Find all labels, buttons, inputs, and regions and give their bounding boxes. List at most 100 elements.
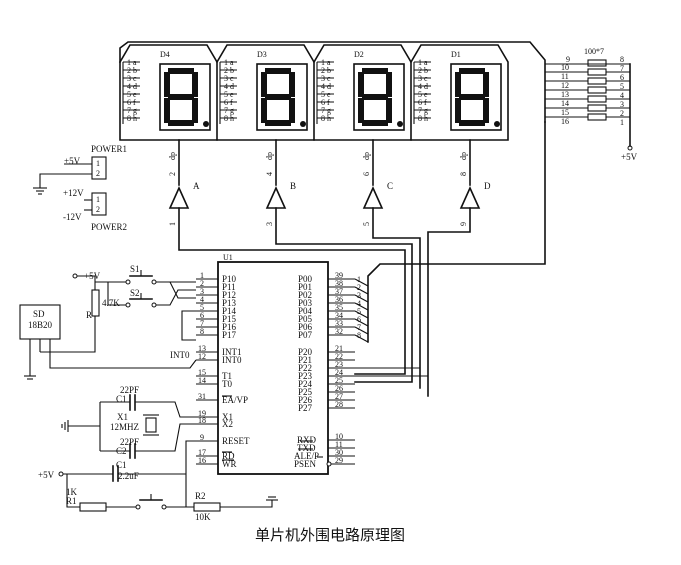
mcu-pin-num: 2	[200, 279, 204, 288]
segment-pin: 8	[321, 114, 325, 123]
mcu-pin-num: 9	[200, 433, 204, 442]
mcu-pin-name: P13	[222, 298, 237, 308]
segment-letter: c	[424, 74, 428, 83]
segment-letter: a	[327, 58, 331, 67]
mcu-pin-num: 10	[335, 432, 343, 441]
segment-letter: h	[230, 114, 234, 123]
mcu-pin-name: P07	[298, 330, 313, 340]
power-connectors: POWER1 +5V 1 2 +12V -12V 1 2 POWER2	[33, 144, 127, 232]
pack-pin: 14	[561, 99, 569, 108]
segment-pin: 5	[127, 90, 131, 99]
segment-pin: 8	[127, 114, 131, 123]
mcu-pin-num: 29	[335, 456, 343, 465]
pack-pin: 9	[566, 55, 570, 64]
mcu-pin-name: INT0	[222, 355, 242, 365]
buffer-in-pin: 3	[265, 222, 274, 226]
buffer-triangle	[362, 186, 384, 209]
segment-pin: 6	[127, 98, 131, 107]
segment-letter: g	[424, 106, 428, 115]
segment-letter: f	[424, 98, 427, 107]
connector-pin: 2	[96, 205, 100, 214]
mcu-pin-name: P04	[298, 306, 313, 316]
mcu-pin-num: 28	[335, 400, 343, 409]
power2-name: POWER2	[91, 222, 127, 232]
mcu-pin-name: INT1	[222, 347, 242, 357]
buffer-in-pin: 5	[362, 222, 371, 226]
r1-value: 1K	[66, 487, 78, 497]
segment-pin: 8	[418, 114, 422, 123]
segment-pin: 3	[127, 74, 131, 83]
segment-pin: 7	[224, 106, 228, 115]
mcu-pin-num: 8	[200, 327, 204, 336]
segment-letter: b	[230, 66, 234, 75]
segment-pin: 7	[418, 106, 422, 115]
segment-letter: h	[327, 114, 331, 123]
r2-ref: R2	[195, 491, 206, 501]
mcu-pin-num: 37	[335, 287, 343, 296]
segment-pin: 4	[321, 82, 325, 91]
pack-supply: +5V	[621, 152, 638, 162]
pack-pin: 6	[620, 73, 624, 82]
p0-bus: 1 2 3 4 5 6 7 8	[354, 121, 546, 377]
power1-name: POWER1	[91, 144, 127, 154]
segment-letter: c	[133, 74, 137, 83]
buffer-in-pin: 1	[168, 222, 177, 226]
segment-pin: 1	[224, 58, 228, 67]
mcu-pin-name: P05	[298, 314, 313, 324]
mcu-pin-num: 23	[335, 360, 343, 369]
mcu-pin-name: P00	[298, 274, 313, 284]
segment-letter: c	[230, 74, 234, 83]
bus-pin: 8	[357, 331, 361, 340]
bus-pin: 3	[357, 291, 361, 300]
reset-supply: +5V	[38, 470, 55, 480]
segment-letter: d	[424, 82, 428, 91]
mcu-pin-name: P23	[298, 371, 313, 381]
mcu-pin-name: EA/VP	[222, 395, 248, 405]
pack-pin: 13	[561, 90, 569, 99]
mcu-pin-name: T0	[222, 379, 232, 389]
power1-supply: +5V	[64, 156, 81, 166]
reset-cap-value: 2.2uF	[118, 471, 139, 481]
segment-pin: 5	[224, 90, 228, 99]
digit-glyph	[164, 68, 500, 127]
mcu-pin-num: 34	[335, 311, 343, 320]
mcu-pin-num: 16	[198, 456, 206, 465]
dp-label: dp	[459, 152, 468, 160]
segment-pin: 1	[127, 58, 131, 67]
seven-segment-display	[215, 44, 315, 141]
mcu-left-pins: 1 2 3 4 5 6 7 8 13 12 15 14 31 19 18 9 1…	[196, 271, 250, 469]
mcu-pin-name: P26	[298, 395, 313, 405]
mcu-right-pins: P00 P01 P02 P03 P04 P05 P06 P07 P20 P21 …	[294, 271, 355, 469]
dp-label: dp	[362, 152, 371, 160]
segment-pin: 2	[418, 66, 422, 75]
display-ref: D3	[257, 50, 267, 59]
mcu-pin-name: T1	[222, 371, 232, 381]
segment-pin: 5	[418, 90, 422, 99]
segment-pin: 3	[321, 74, 325, 83]
mcu-ref: U1	[223, 253, 233, 262]
mcu-pin-name: P15	[222, 314, 237, 324]
mcu-pin-num: 13	[198, 344, 206, 353]
pack-pin: 10	[561, 63, 569, 72]
segment-letter: h	[424, 114, 428, 123]
mcu-pin-name: P21	[298, 355, 312, 365]
display-bank: D4 D3 D2 D1 1 a 2 b 3 c 4 d 5 e	[118, 41, 546, 141]
mcu-pin-num: 12	[198, 352, 206, 361]
bus-pin: 2	[357, 283, 361, 292]
mcu-pin-name: X2	[222, 419, 233, 429]
mcu-pin-name: P16	[222, 322, 237, 332]
mcu-pin-num: 15	[198, 368, 206, 377]
mcu-pin-name: RD	[222, 451, 235, 461]
segment-labels: 1 a 2 b 3 c 4 d 5 e 6 f 7 g 8 h	[418, 58, 428, 123]
input-section: +5V 4.7K R S1 S2 SD 18B20 INT0	[19, 264, 197, 380]
c1-value: 22PF	[120, 385, 139, 395]
mcu-pin-num: 11	[335, 440, 343, 449]
reset-circuit: C1 2.2uF +5V 1K R1 R2 10K	[38, 440, 278, 522]
buffer-label: B	[290, 181, 296, 191]
segment-labels: 1 a 2 b 3 c 4 d 5 e 6 f 7 g 8 h	[224, 58, 234, 123]
segment-letter: a	[230, 58, 234, 67]
segment-letter: d	[133, 82, 137, 91]
mcu-pin-name: P17	[222, 330, 237, 340]
pack-pin: 16	[561, 117, 569, 126]
